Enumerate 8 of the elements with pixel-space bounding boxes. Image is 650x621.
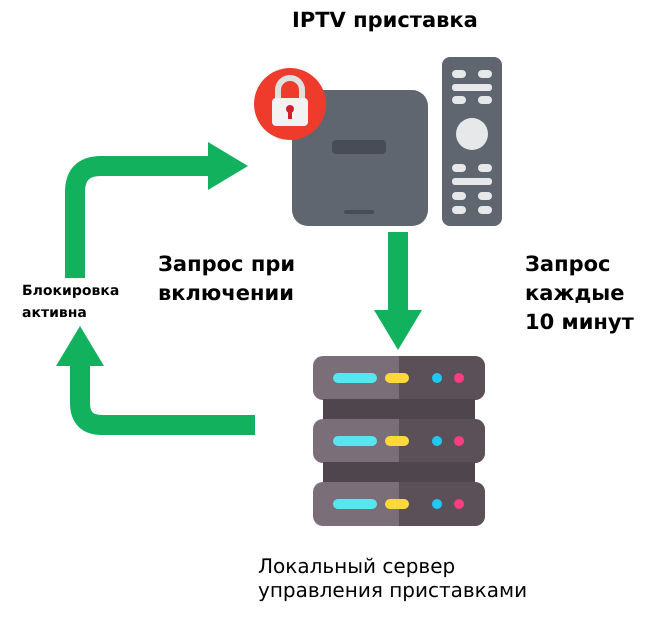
request-label: Запрос при включении xyxy=(158,251,296,307)
server-caption: Локальный сервер управления приставками xyxy=(258,554,528,602)
arrow xyxy=(374,232,422,350)
request-label: Запрос каждые 10 минут xyxy=(525,251,635,336)
status-text: Блокировка активна xyxy=(22,282,120,323)
device-title: IPTV приставка xyxy=(292,8,478,32)
arrow xyxy=(65,142,248,278)
arrow xyxy=(56,326,255,435)
